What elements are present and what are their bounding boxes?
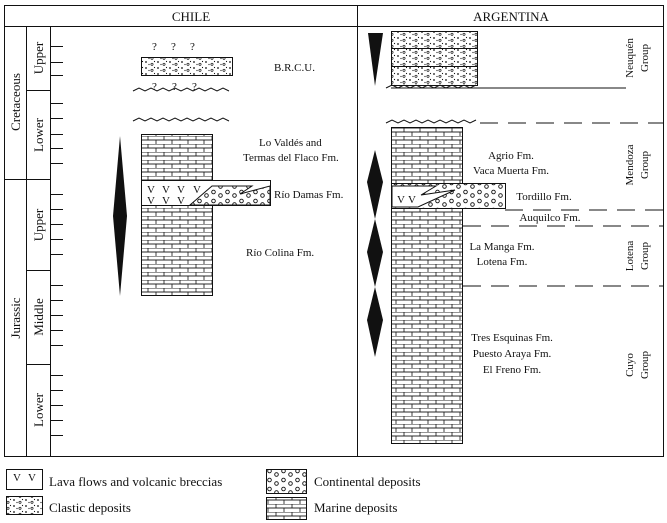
group-label-mendoza-group: Group	[639, 150, 651, 179]
legend-swatch-clastic	[6, 496, 43, 515]
unconformity-line	[132, 117, 230, 122]
label-lotena: Lotena Fm.	[477, 256, 528, 268]
epoch-label-cretaceous-upper: Upper	[31, 41, 46, 74]
argentina-sea-level-diamond	[367, 150, 383, 219]
group-label-lotena: Lotena	[624, 241, 636, 272]
svg-text:V: V	[162, 195, 170, 207]
group-label-lotena-group: Group	[639, 241, 651, 270]
argentina-volcanic-wedge	[391, 185, 456, 208]
svg-text:V: V	[147, 184, 155, 196]
question-mark: ?	[190, 41, 195, 53]
label-rio-colina: Río Colina Fm.	[246, 247, 314, 259]
group-label-mendoza: Mendoza	[624, 144, 636, 185]
volcanic-mark: V	[408, 194, 416, 206]
chile-clastic-layer	[141, 57, 233, 76]
question-mark: ?	[192, 81, 197, 93]
legend: V V Lava flows and volcanic breccias Cla…	[6, 469, 421, 520]
volcanic-marks: V V V V V V V	[147, 184, 201, 207]
legend-swatch-marine	[266, 497, 307, 520]
svg-text:V: V	[177, 195, 185, 207]
legend-label-continental: Continental deposits	[314, 474, 421, 489]
label-tres-esquinas: Tres Esquinas Fm.	[471, 332, 553, 344]
label-rio-damas: Río Damas Fm.	[274, 189, 344, 201]
chile-column: ? ? ? ? ? ? V V V V V V V B.R.C.U. Lo Va…	[113, 41, 344, 296]
legend-label-clastic: Clastic deposits	[49, 500, 131, 515]
label-termas-del-flaco: Termas del Flaco Fm.	[243, 152, 339, 164]
legend-item-clastic: Clastic deposits	[6, 496, 131, 515]
label-auquilco: Auquilco Fm.	[519, 212, 580, 224]
label-puesto-araya: Puesto Araya Fm.	[473, 348, 552, 360]
chile-marine-lower	[141, 205, 213, 296]
svg-text:V: V	[13, 472, 21, 484]
epoch-label-cretaceous-lower: Lower	[31, 117, 46, 152]
legend-item-marine: Marine deposits	[266, 497, 397, 520]
legend-swatch-continental	[266, 469, 307, 494]
time-scale-ticks	[50, 46, 63, 436]
question-mark: ?	[152, 41, 157, 53]
label-la-manga: La Manga Fm.	[469, 241, 534, 253]
legend-swatch-lava	[6, 469, 43, 490]
label-lo-valdes: Lo Valdés and	[259, 137, 322, 149]
epoch-label-jurassic-upper: Upper	[31, 208, 46, 241]
svg-text:V: V	[193, 184, 201, 196]
legend-label-lava: Lava flows and volcanic breccias	[49, 474, 222, 489]
group-label-cuyo-group: Group	[639, 350, 651, 379]
argentina-sea-level-diamond	[367, 287, 383, 357]
label-brcu: B.R.C.U.	[274, 62, 315, 74]
volcanic-mark: V	[397, 194, 405, 206]
svg-text:V: V	[28, 472, 36, 484]
argentina-sea-level-diamond	[367, 219, 383, 287]
question-mark: ?	[171, 41, 176, 53]
group-label-neuquen-group: Group	[639, 43, 651, 72]
svg-text:V: V	[162, 184, 170, 196]
legend-label-marine: Marine deposits	[314, 500, 397, 515]
unconformity-line	[385, 119, 477, 124]
argentina-clastic-layer	[391, 31, 478, 86]
epoch-label-jurassic-middle: Middle	[31, 298, 46, 336]
legend-item-continental: Continental deposits	[266, 469, 421, 494]
argentina-column: V V Agrio Fm. Vaca Muerta Fm. Tordillo F…	[367, 31, 663, 444]
chile-sea-level-diamond	[113, 136, 127, 296]
epoch-label-jurassic-lower: Lower	[31, 392, 46, 427]
svg-text:V: V	[147, 195, 155, 207]
label-agrio: Agrio Fm.	[488, 150, 534, 162]
label-vaca-muerta: Vaca Muerta Fm.	[473, 165, 549, 177]
question-mark: ?	[172, 81, 177, 93]
group-label-cuyo: Cuyo	[624, 353, 636, 377]
question-mark: ?	[152, 81, 157, 93]
label-tordillo: Tordillo Fm.	[516, 191, 572, 203]
unconformity-line	[132, 87, 230, 92]
argentina-sea-level-triangle	[368, 33, 383, 86]
unconformity-line	[385, 84, 477, 89]
chart-frame	[4, 5, 664, 457]
column-header-argentina: ARGENTINA	[473, 9, 549, 24]
period-label-jurassic: Jurassic	[8, 297, 23, 338]
column-header-chile: CHILE	[172, 9, 210, 24]
svg-text:V: V	[177, 184, 185, 196]
legend-item-lava: V V Lava flows and volcanic breccias	[6, 469, 222, 490]
argentina-marine-column	[391, 127, 463, 444]
chile-marine-upper	[141, 134, 213, 181]
period-label-cretaceous: Cretaceous	[8, 73, 23, 131]
label-el-freno: El Freno Fm.	[483, 364, 542, 376]
group-label-neuquen: Neuquén	[624, 38, 636, 78]
